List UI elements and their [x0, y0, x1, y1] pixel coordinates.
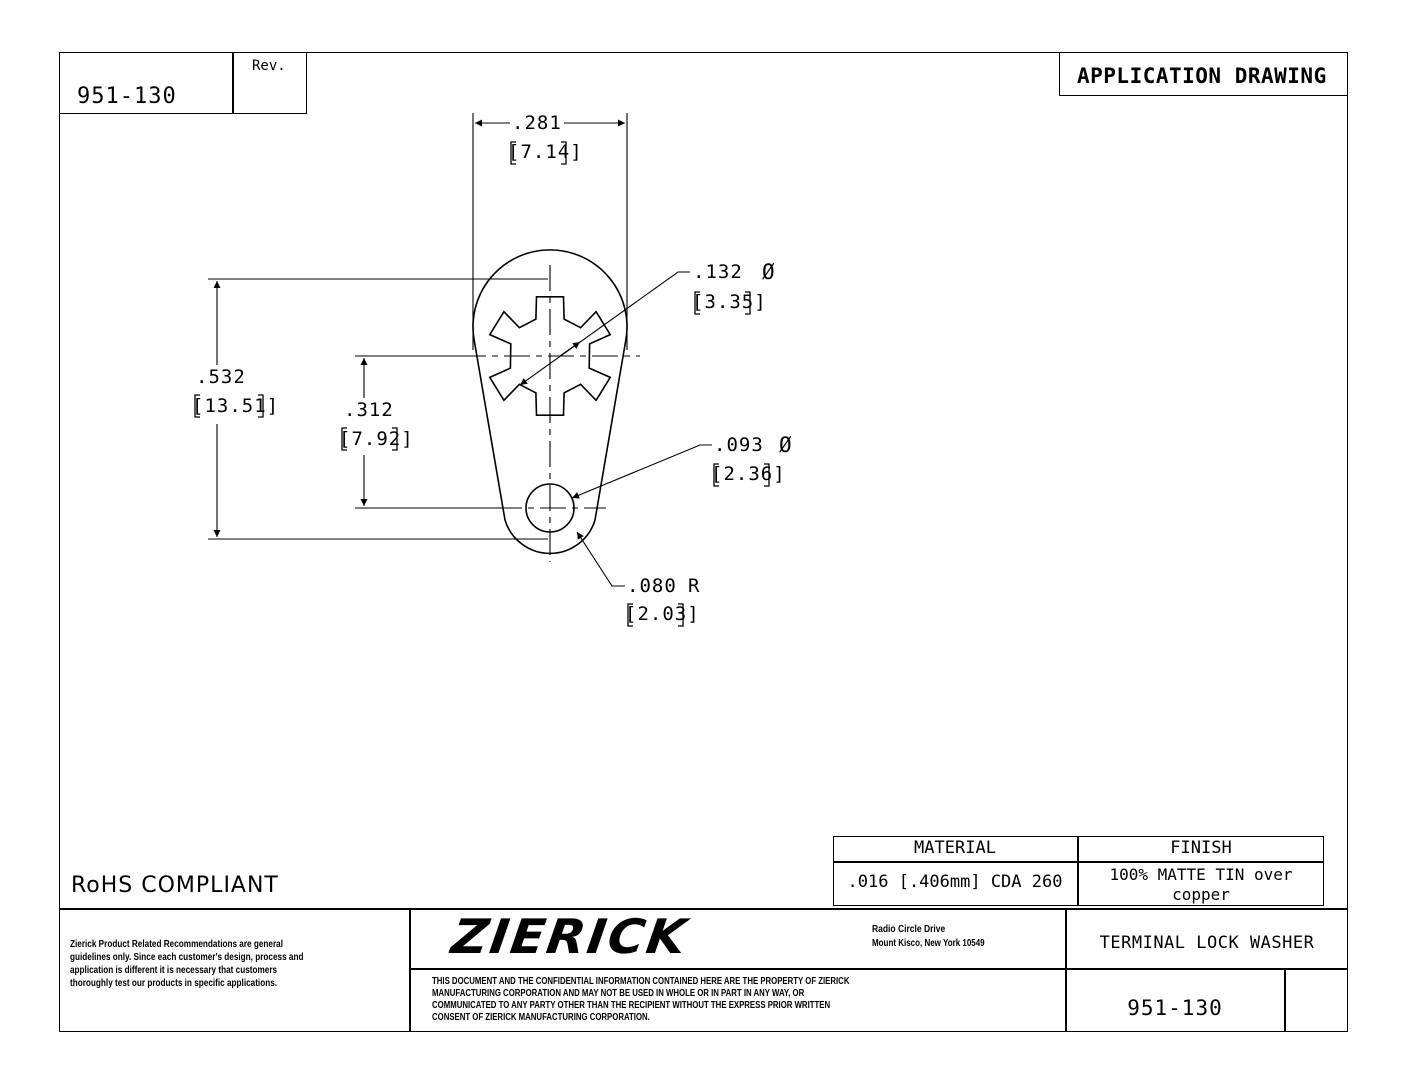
title-block-top-rule — [59, 908, 1348, 910]
rohs-label: RoHS COMPLIANT — [71, 873, 279, 898]
washer-outline — [472, 249, 628, 555]
table-row-divider — [833, 861, 1324, 863]
address-line-1: Radio Circle Drive — [872, 924, 946, 935]
disclaimer-text: Zierick Product Related Recommendations … — [70, 938, 304, 990]
small-hole-dim-mm: [2.36] — [711, 463, 786, 485]
part-number-block — [59, 52, 307, 114]
title-block-mid-rule — [409, 968, 1348, 970]
zierick-logo: ZIERICK — [448, 909, 692, 965]
width-dim-mm: [7.14] — [508, 141, 583, 163]
title-block-divider-3 — [1284, 968, 1286, 1032]
finish-value: 100% MATTE TIN over copper — [1109, 865, 1293, 904]
small-hole-leader — [571, 444, 712, 499]
title-block-divider-2 — [1065, 908, 1067, 1032]
finish-label: FINISH — [1170, 838, 1232, 858]
small-hole-dim-in: .093 — [714, 434, 764, 456]
part-number-bottom: 951-130 — [1127, 996, 1223, 1020]
centerlines — [460, 265, 640, 562]
star-hole — [488, 296, 612, 416]
radius-symbol: R — [688, 575, 701, 597]
diameter-symbol-1: Ø — [762, 260, 776, 284]
rev-label: Rev. — [252, 58, 286, 74]
big-hole-dim-mm: [3.35] — [692, 291, 767, 313]
material-label: MATERIAL — [914, 838, 996, 858]
drawing-border — [59, 52, 1348, 1032]
rev-divider — [232, 52, 234, 114]
part-number-top: 951-130 — [77, 84, 177, 109]
radius-leader — [576, 531, 625, 587]
radius-dim-mm: [2.03] — [625, 603, 700, 625]
extension-lines — [208, 113, 628, 540]
diameter-symbol-2: Ø — [779, 433, 793, 457]
address-line-2: Mount Kisco, New York 10549 — [872, 938, 985, 949]
part-name: TERMINAL LOCK WASHER — [1099, 933, 1315, 953]
table-col-divider — [1077, 836, 1079, 906]
width-dim-in: .281 — [512, 112, 562, 134]
big-hole-dim-in: .132 — [693, 261, 743, 283]
height-dim-mm: [13.51] — [192, 395, 280, 417]
center-dist-dim-mm: [7.92] — [339, 428, 414, 450]
material-value: .016 [.406mm] CDA 260 — [847, 872, 1063, 892]
radius-dim-in: .080 — [627, 575, 677, 597]
title-block-divider-1 — [409, 908, 411, 1032]
big-hole-leader-arrow2 — [559, 341, 581, 357]
doc-type-label: APPLICATION DRAWING — [1077, 64, 1327, 88]
big-hole-leader — [519, 271, 690, 386]
center-dist-dim-in: .312 — [344, 399, 394, 421]
height-dim-in: .532 — [196, 366, 246, 388]
confidential-notice: THIS DOCUMENT AND THE CONFIDENTIAL INFOR… — [432, 976, 850, 1023]
doc-type-block — [1059, 52, 1348, 96]
